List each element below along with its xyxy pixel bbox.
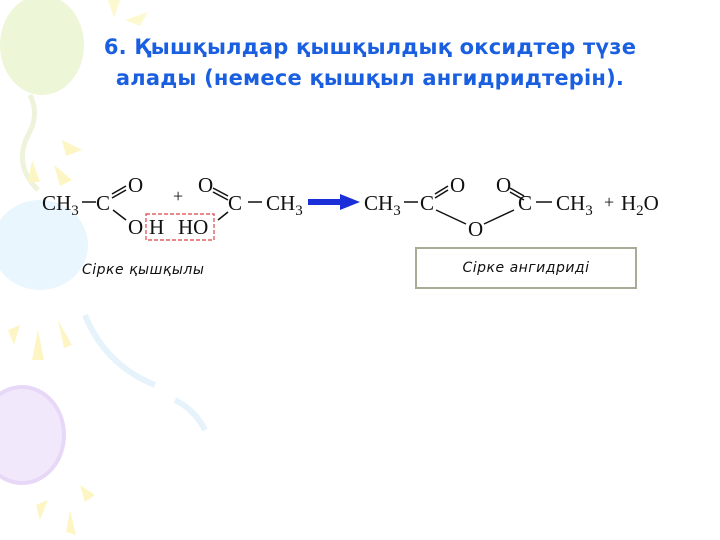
- svg-text:CH3: CH3: [266, 191, 303, 219]
- title-line-1: 6. Қышқылдар қышқылдық оксидтер түзе: [103, 35, 637, 59]
- acetic-acid-molecule-1: CH3 C O O: [42, 173, 143, 239]
- svg-text:C: C: [228, 191, 242, 215]
- svg-text:O: O: [496, 173, 511, 197]
- acetic-acid-molecule-2: O C CH3: [198, 173, 303, 221]
- slide-title: 6. Қышқылдар қышқылдық оксидтер түзе ала…: [50, 32, 690, 94]
- purple-balloon-icon: [0, 385, 66, 485]
- plus-sign-2: +: [604, 192, 614, 212]
- svg-text:O: O: [450, 173, 465, 197]
- reaction-equation: CH3 C O O + H HO O C CH3: [38, 172, 678, 244]
- svg-text:C: C: [96, 191, 110, 215]
- svg-text:O: O: [468, 217, 483, 241]
- svg-text:CH3: CH3: [42, 191, 79, 219]
- water-molecule: H2O: [621, 191, 659, 219]
- svg-text:C: C: [518, 191, 532, 215]
- acetic-anhydride-label-box: Сірке ангидриді: [415, 247, 637, 289]
- acetic-anhydride-label: Сірке ангидриді: [462, 260, 590, 276]
- svg-text:O: O: [128, 173, 143, 197]
- svg-text:C: C: [420, 191, 434, 215]
- svg-text:O: O: [198, 173, 213, 197]
- svg-text:HO: HO: [178, 215, 208, 239]
- svg-text:H: H: [149, 215, 164, 239]
- plus-sign: +: [173, 186, 183, 206]
- svg-text:CH3: CH3: [364, 191, 401, 219]
- acetic-acid-label: Сірке қышқылы: [82, 262, 205, 278]
- acetic-anhydride-molecule: CH3 C O O O C CH3: [364, 173, 593, 241]
- svg-text:O: O: [128, 215, 143, 239]
- title-line-2: алады (немесе қышқыл ангидридтерін).: [115, 66, 625, 90]
- svg-text:CH3: CH3: [556, 191, 593, 219]
- water-removal-highlight-box: [145, 213, 215, 241]
- reaction-arrow-icon: [308, 194, 360, 210]
